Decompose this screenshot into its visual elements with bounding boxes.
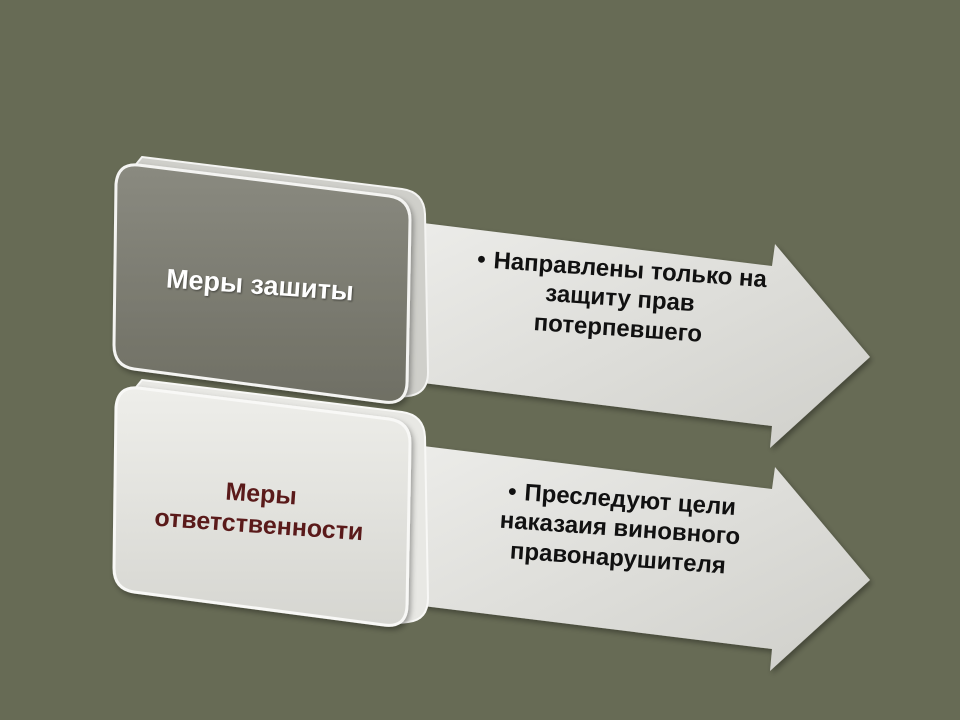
box-1 (112, 155, 430, 404)
box-2-label: Меры ответственности (119, 406, 402, 614)
bullet-1: • (476, 245, 487, 274)
box-2 (112, 378, 430, 627)
bullet-2: • (507, 478, 518, 506)
arrow-shape-2 (415, 445, 870, 671)
box-1-label: Меры зашиты (119, 181, 402, 389)
arrow-shape-1 (415, 222, 870, 448)
box-1-label-text: Меры зашиты (165, 262, 355, 307)
